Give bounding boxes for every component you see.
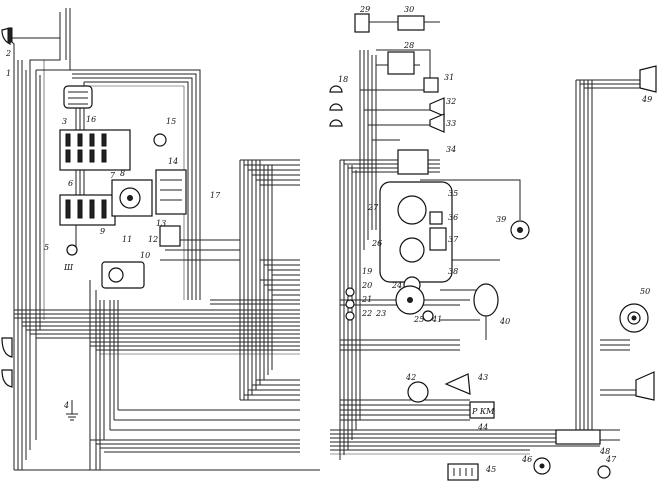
- component-3-relay: [63, 85, 93, 109]
- label-38: 38: [448, 267, 458, 276]
- label-31: 31: [444, 73, 454, 82]
- label-45: 45: [485, 465, 496, 474]
- component-35: [429, 211, 443, 225]
- component-15-lamp: [153, 133, 167, 147]
- component-1-headlight: [1, 27, 13, 45]
- number-labels: 1 2 3 4 5 6 7 8 9 10 11 12 13 14 15 16 1…: [5, 5, 652, 474]
- component-17-regulator: [155, 169, 187, 215]
- label-20: 20: [361, 281, 372, 290]
- component-47-lamp: [597, 465, 611, 479]
- label-36: 36: [448, 213, 458, 222]
- label-43: 43: [477, 373, 488, 382]
- label-18: 18: [338, 75, 348, 84]
- label-50: 50: [640, 287, 650, 296]
- label-19: 19: [362, 267, 372, 276]
- label-25: 25: [413, 315, 424, 324]
- component-12: [159, 225, 181, 247]
- label-29: 29: [359, 5, 370, 14]
- component-42: [407, 381, 429, 403]
- label-46: 46: [521, 455, 532, 464]
- component-43: [444, 373, 471, 395]
- label-42: 42: [405, 373, 416, 382]
- label-15: 15: [166, 117, 176, 126]
- component-27-instrument-cluster: [379, 181, 453, 294]
- label-2: 2: [5, 49, 11, 58]
- label-13: 13: [156, 219, 166, 228]
- label-5: 5: [44, 243, 49, 252]
- component-38-gauge: [395, 285, 425, 315]
- component-50-rear-lamp: [619, 303, 649, 333]
- label-49: 49: [641, 95, 652, 104]
- component-45-battery: [447, 463, 479, 481]
- label-41: 41: [431, 315, 442, 324]
- central-harness: [160, 159, 300, 401]
- component-32-33-switches: [429, 97, 445, 133]
- label-7: 7: [110, 171, 116, 180]
- component-44-relay: [469, 401, 495, 419]
- component-41: [422, 310, 434, 322]
- label-40: 40: [499, 317, 510, 326]
- label-11: 11: [122, 235, 132, 244]
- label-24: 24: [391, 281, 402, 290]
- label-44: 44: [477, 423, 488, 432]
- label-27: 27: [367, 203, 379, 212]
- component-18-lamps: [329, 85, 343, 127]
- label-8: 8: [120, 169, 125, 178]
- label-ground-mark: Ш: [63, 263, 74, 272]
- label-28: 28: [403, 41, 414, 50]
- component-2-horn: [1, 337, 13, 388]
- component-31-switch: [423, 77, 439, 93]
- label-3: 3: [62, 117, 67, 126]
- label-37: 37: [448, 235, 459, 244]
- label-1: 1: [6, 69, 11, 78]
- component-29-30: [354, 13, 440, 33]
- label-30: 30: [404, 5, 414, 14]
- label-6: 6: [68, 179, 73, 188]
- label-35: 35: [448, 189, 458, 198]
- label-33: 33: [446, 119, 456, 128]
- component-49-lamps: [635, 65, 657, 401]
- label-26: 26: [371, 239, 382, 248]
- component-48-connector: [555, 429, 601, 445]
- main-trunk-left: [14, 280, 320, 471]
- component-40: [473, 283, 499, 340]
- component-28-relay: [387, 51, 415, 75]
- label-21: 21: [361, 295, 372, 304]
- label-4: 4: [63, 401, 69, 410]
- label-relay-mark: Р КМ: [471, 407, 495, 416]
- label-22: 22: [361, 309, 372, 318]
- label-9: 9: [100, 227, 105, 236]
- component-10-starter: [101, 261, 145, 289]
- left-harness: [7, 8, 72, 470]
- label-14: 14: [168, 157, 178, 166]
- label-32: 32: [446, 97, 456, 106]
- label-34: 34: [446, 145, 456, 154]
- component-7-switch: [111, 179, 153, 217]
- component-46-lamp: [533, 457, 551, 475]
- component-19-21-connectors: [345, 287, 355, 321]
- label-23: 23: [375, 309, 386, 318]
- label-17: 17: [210, 191, 221, 200]
- label-10: 10: [140, 251, 150, 260]
- label-39: 39: [496, 215, 506, 224]
- label-16: 16: [86, 115, 96, 124]
- label-12: 12: [148, 235, 158, 244]
- component-39-fuel-sender: [510, 220, 530, 240]
- component-34: [397, 149, 429, 175]
- bottom-trunk-right: [330, 429, 600, 455]
- component-5-sensor: [66, 244, 78, 256]
- component-4-ground: [66, 400, 78, 421]
- right-harness: [575, 79, 640, 441]
- label-47: 47: [605, 455, 617, 464]
- instrument-harness: [339, 49, 521, 460]
- label-48: 48: [599, 447, 610, 456]
